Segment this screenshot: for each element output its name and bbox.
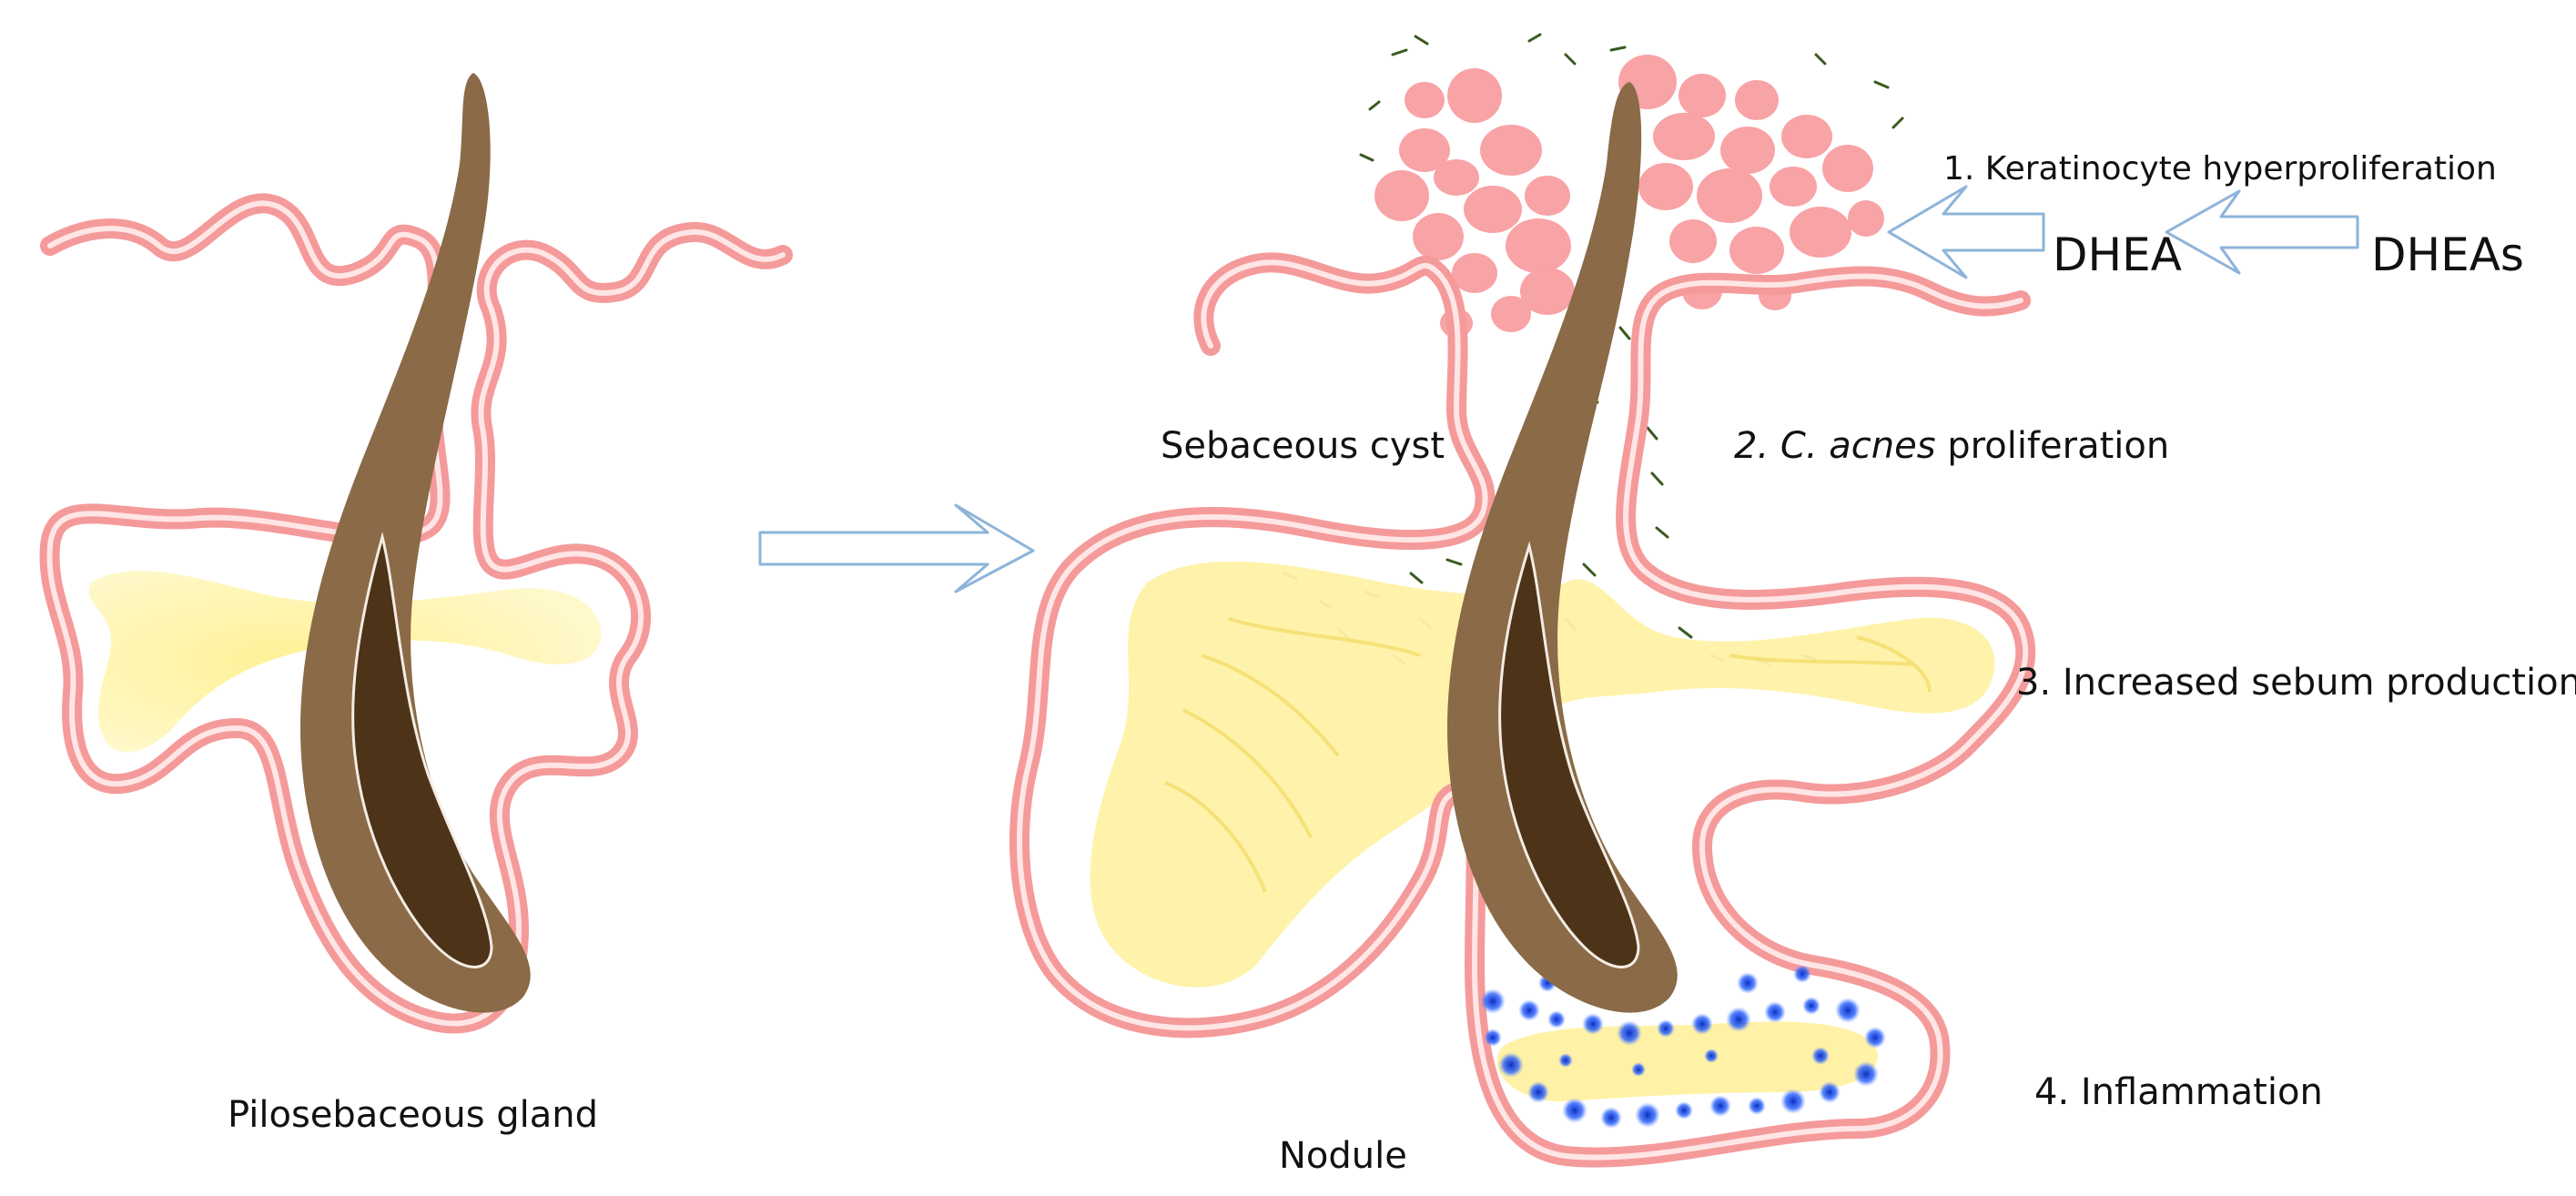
acne-lesion-gland bbox=[1009, 33, 2036, 1168]
right-hair-core bbox=[1498, 541, 1640, 968]
step2-organism: C. acnes bbox=[1780, 425, 1936, 467]
label-dheas: DHEAs bbox=[2371, 228, 2524, 281]
label-keratinocyte-hyperproliferation: 1. Keratinocyte hyperproliferation bbox=[1943, 150, 2497, 188]
label-pilosebaceous-gland: Pilosebaceous gland bbox=[228, 1094, 599, 1136]
nodule-sebum bbox=[1496, 1021, 1878, 1102]
process-arrow-icon bbox=[758, 503, 1035, 593]
sebum-streaks bbox=[1164, 617, 1932, 893]
left-sebum bbox=[88, 571, 602, 753]
dhea-arrow-icon bbox=[1887, 185, 2045, 279]
left-hair-core bbox=[351, 532, 493, 968]
label-nodule: Nodule bbox=[1279, 1135, 1407, 1177]
right-sebum bbox=[1090, 561, 1995, 988]
step2-suffix: proliferation bbox=[1935, 425, 2170, 467]
label-dhea: DHEA bbox=[2053, 228, 2182, 281]
dheas-arrow-icon bbox=[2165, 189, 2359, 275]
label-inflammation: 4. Inflammation bbox=[2034, 1071, 2323, 1113]
label-increased-sebum-production: 3. Increased sebum production bbox=[2016, 662, 2576, 704]
normal-pilosebaceous-gland bbox=[39, 73, 793, 1034]
label-sebaceous-cyst: Sebaceous cyst bbox=[1161, 425, 1445, 467]
keratinocyte-cluster bbox=[1374, 55, 1884, 338]
label-c-acnes-proliferation: 2. C. acnes proliferation bbox=[1734, 428, 2169, 464]
step2-prefix: 2. bbox=[1734, 425, 1780, 467]
